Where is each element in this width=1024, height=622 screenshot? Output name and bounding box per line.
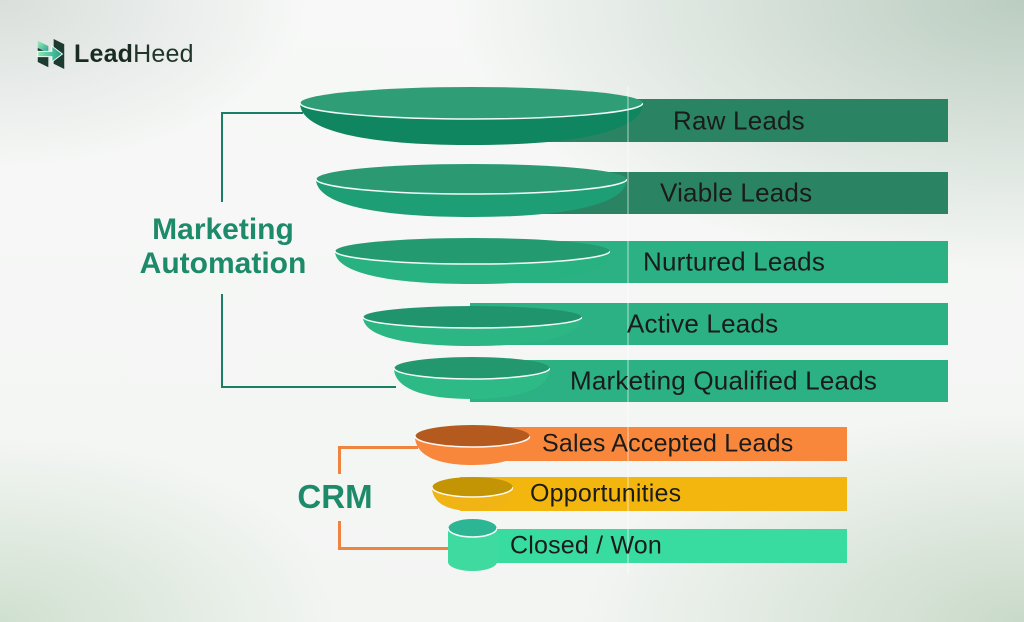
logo-word-heed: Heed xyxy=(133,39,194,68)
marketing-automation-label: Marketing Automation xyxy=(117,213,329,281)
bracket-line xyxy=(338,446,418,449)
bracket-line xyxy=(338,547,451,550)
bracket-line xyxy=(221,112,223,202)
marketing-automation-label-line2: Automation xyxy=(139,247,307,280)
bracket-line xyxy=(338,521,341,550)
bracket-line xyxy=(221,386,396,388)
crm-label: CRM xyxy=(285,478,385,516)
marketing-automation-label-line1: Marketing xyxy=(152,213,294,246)
logo: LeadHeed xyxy=(36,36,194,72)
logo-word-lead: Lead xyxy=(74,39,134,68)
bracket-line xyxy=(221,112,303,114)
bracket-line xyxy=(338,446,341,474)
leadheed-arrow-h-icon xyxy=(37,39,65,69)
crm-label-text: CRM xyxy=(297,478,373,515)
logo-wordmark: LeadHeed xyxy=(74,40,194,69)
bracket-line xyxy=(221,294,223,388)
